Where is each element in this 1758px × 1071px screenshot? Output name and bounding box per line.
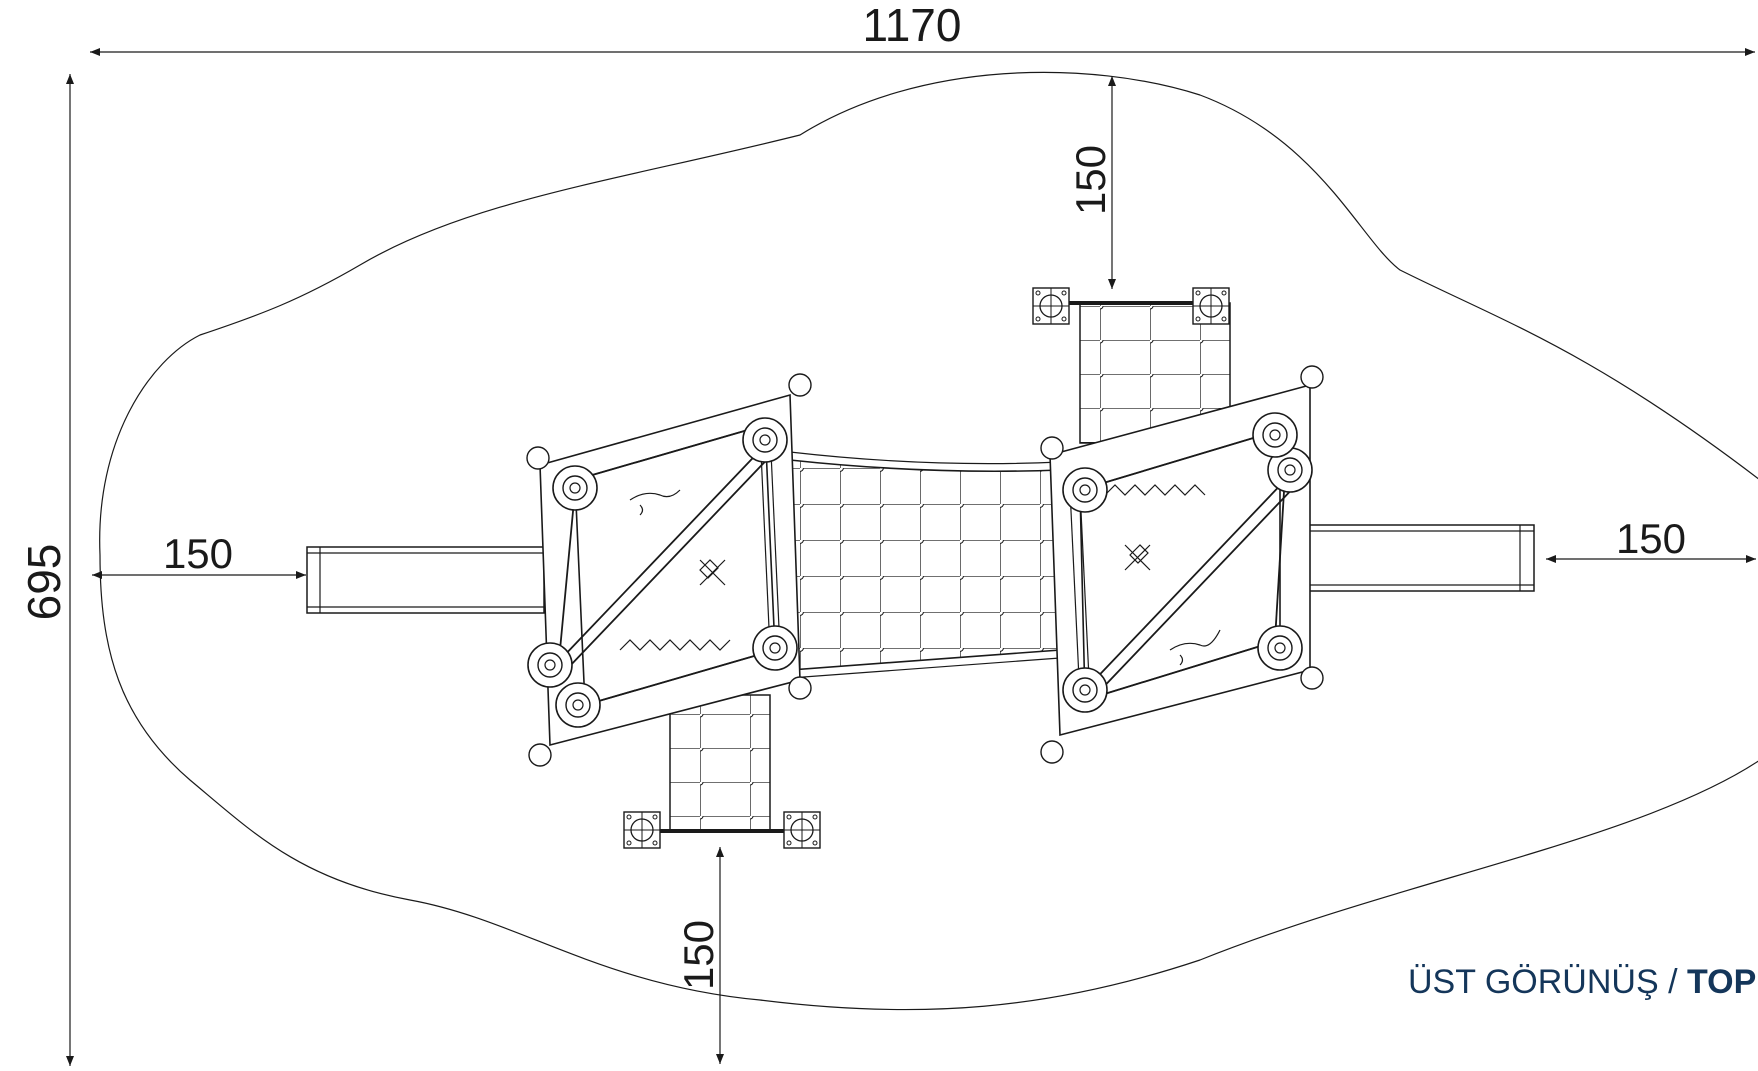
climbing-hold-icon (1169, 629, 1221, 666)
post-cap-icon (788, 373, 812, 397)
anchor-plate-icon (783, 811, 821, 849)
post-cap-icon (1040, 436, 1064, 460)
safety-zone-outline (99, 71, 1758, 1011)
view-label: ÜST GÖRÜNÜŞ / TOP VIEW (1408, 963, 1758, 1001)
connector-hub-icon (1252, 412, 1298, 458)
connector-hub-icon (742, 417, 788, 463)
dim-overall-width: 1170 (863, 0, 962, 51)
anchor-plate-icon (1032, 287, 1070, 325)
view-label-en: TOP VIEW (1687, 963, 1758, 1001)
dim-margin-right: 150 (1616, 515, 1686, 562)
anchor-plate-icon (1192, 287, 1230, 325)
dim-margin-left: 150 (163, 530, 233, 577)
post-cap-icon (1300, 666, 1324, 690)
connector-hub-icon (1062, 667, 1108, 713)
climbing-hold-icon (699, 559, 726, 586)
climbing-hold-icon (629, 489, 681, 516)
dim-margin-bottom: 150 (675, 920, 722, 990)
connector-hub-icon (1062, 467, 1108, 513)
connector-hub-icon (527, 642, 573, 688)
slide-left (306, 546, 545, 614)
dim-margin-top: 150 (1067, 145, 1114, 215)
anchor-plate-icon (623, 811, 661, 849)
net-bridge (789, 451, 1061, 679)
view-label-tr: ÜST GÖRÜNÜŞ / (1408, 963, 1687, 1001)
ladder-net-bottom (623, 694, 821, 849)
tower-left (526, 373, 812, 767)
post-cap-icon (528, 743, 552, 767)
dim-overall-height: 695 (18, 544, 70, 621)
post-cap-icon (1300, 365, 1324, 389)
post-cap-icon (526, 446, 550, 470)
tower-right (1040, 365, 1324, 764)
connector-hub-icon (1257, 625, 1303, 671)
post-cap-icon (788, 676, 812, 700)
post-cap-icon (1040, 740, 1064, 764)
connector-hub-icon (552, 465, 598, 511)
slide-right (1305, 524, 1535, 592)
connector-hub-icon (555, 682, 601, 728)
climbing-hold-icon (1124, 544, 1151, 571)
connector-hub-icon (752, 625, 798, 671)
